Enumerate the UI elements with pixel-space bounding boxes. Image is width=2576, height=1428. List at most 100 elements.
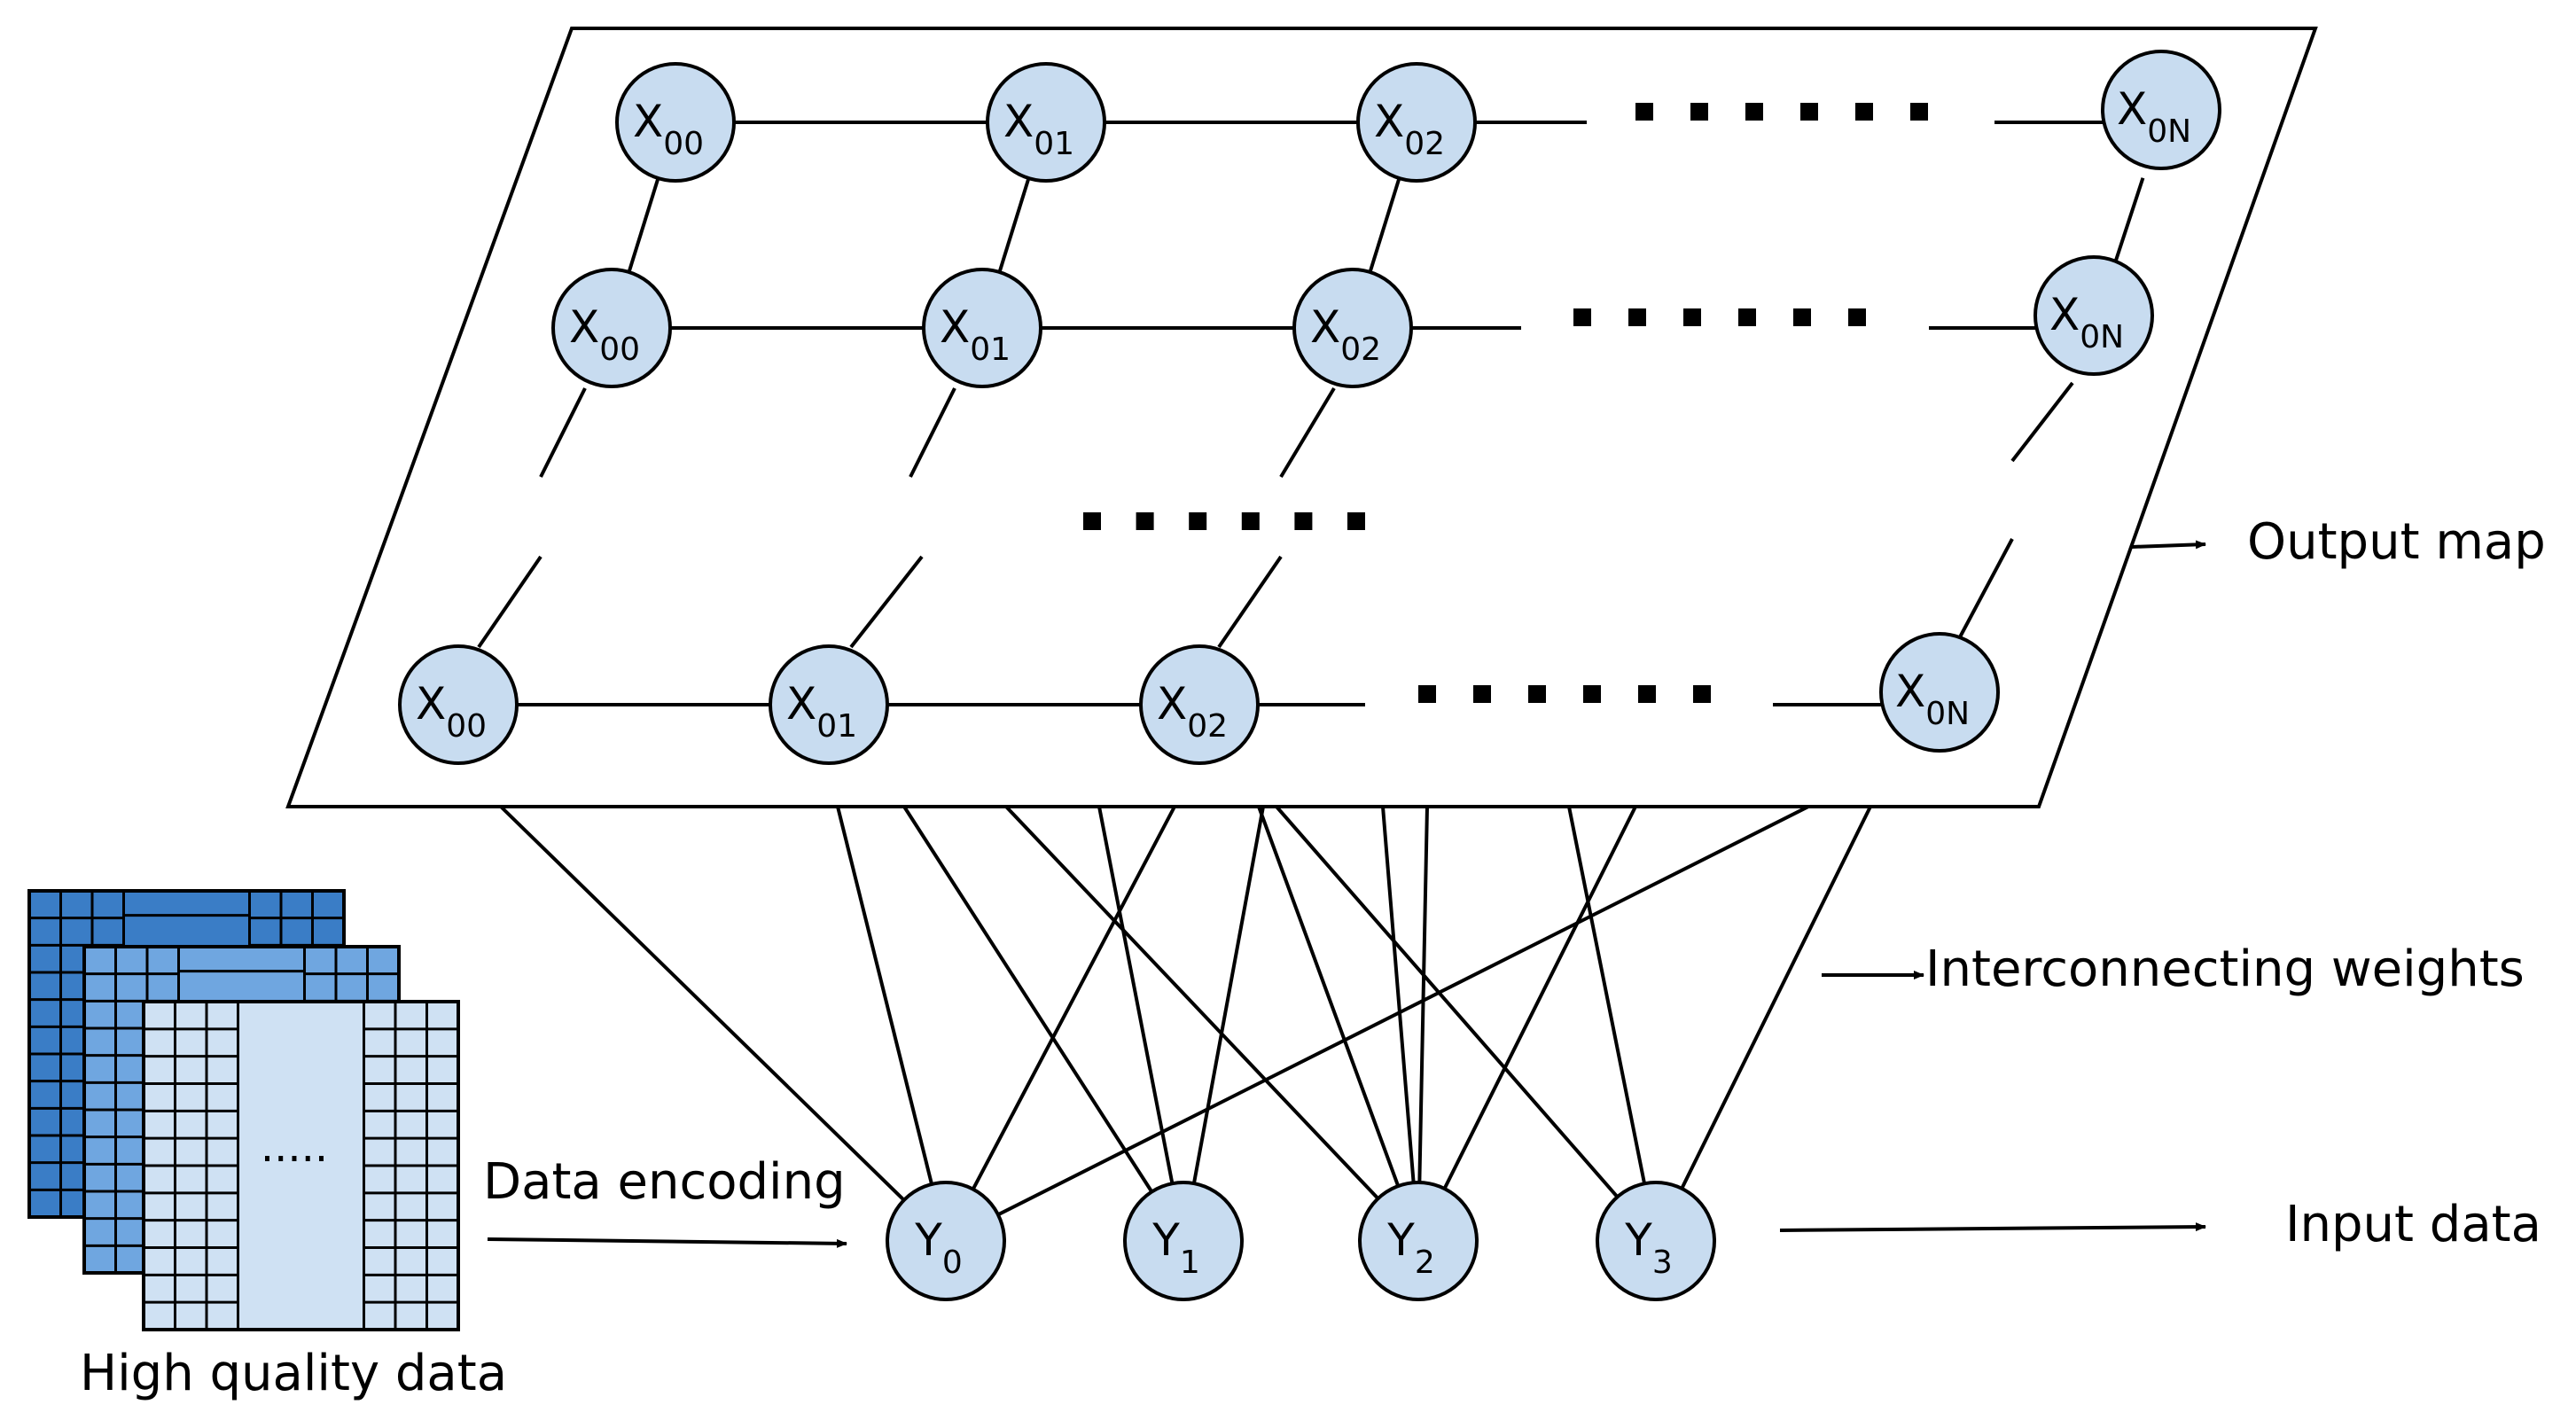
grid-ellipsis-dots — [1083, 103, 1928, 703]
col1-gap-lower — [849, 555, 924, 649]
row2-ellipsis-dot — [1583, 685, 1601, 703]
node-x-r2-c3: X0N — [1879, 632, 2000, 753]
node-x-r0-c0-subscript: 00 — [663, 126, 704, 162]
node-x-r1-c0-subscript: 00 — [599, 332, 640, 368]
grid-lines — [477, 121, 2145, 706]
node-x-r0-c2-subscript: 02 — [1404, 126, 1445, 162]
weight-2 — [971, 806, 1176, 1190]
row2-ellipsis-dot — [1693, 685, 1711, 703]
node-x-r1-c2-letter: X — [1310, 301, 1340, 353]
node-x-r1-c3: X0N — [2033, 255, 2154, 376]
node-x-r0-c0-label: X00 — [633, 96, 704, 162]
node-x-r2-c1-label: X01 — [786, 678, 857, 745]
node-x-r1-c1-circle — [922, 268, 1042, 388]
weight-7 — [1004, 805, 1380, 1200]
data-stack-ellipsis: ..... — [261, 1122, 328, 1172]
row0-ellipsis-dot — [1745, 103, 1763, 121]
row2-ellipsis-dot — [1528, 685, 1546, 703]
node-y1-letter: Y — [1151, 1214, 1180, 1266]
node-x-r1-c3-label: X0N — [2049, 289, 2124, 355]
node-x-r1-c2-circle — [1292, 268, 1413, 388]
weight-5 — [1097, 806, 1175, 1184]
node-x-r0-c2-label: X02 — [1374, 96, 1445, 162]
node-x-r1-c2-subscript: 02 — [1340, 332, 1381, 368]
output-map-arrow — [2131, 540, 2206, 550]
node-y2-letter: Y — [1386, 1214, 1415, 1266]
weight-6 — [1191, 806, 1265, 1184]
output-map-label: Output map — [2247, 513, 2546, 571]
interconnecting-weights-label: Interconnecting weights — [1925, 940, 2525, 998]
node-x-r1-c2: X02 — [1292, 268, 1413, 388]
row2-ellipsis-dot — [1638, 685, 1656, 703]
node-y3-circle — [1596, 1181, 1716, 1301]
node-x-r0-c0-circle — [615, 62, 736, 183]
col0-upper-link — [627, 177, 660, 273]
col1-gap-upper — [909, 387, 956, 478]
output-map-plane — [285, 27, 2318, 808]
node-x-r2-c3-label: X0N — [1895, 666, 1970, 732]
col1-upper-link — [997, 177, 1031, 273]
col0-gap-upper — [539, 387, 587, 478]
node-x-r1-c0-circle — [551, 268, 672, 388]
node-x-r0-c3-letter: X — [2117, 83, 2147, 135]
node-x-r0-c0: X00 — [615, 62, 736, 183]
weight-3 — [997, 805, 1809, 1217]
node-x-r2-c2-circle — [1139, 644, 1260, 765]
interconnecting-weights — [499, 805, 1872, 1217]
node-y1-label: Y1 — [1151, 1214, 1199, 1281]
node-y3: Y3 — [1596, 1181, 1716, 1301]
col0-gap-lower — [477, 555, 543, 649]
node-y2-circle — [1358, 1181, 1479, 1301]
node-x-r0-c1-subscript: 01 — [1034, 126, 1074, 162]
weight-9 — [1381, 806, 1416, 1183]
row0-ellipsis-dot — [1690, 103, 1708, 121]
col3-upper-link — [2110, 177, 2145, 273]
middle-ellipsis-dot — [1347, 512, 1365, 530]
row0-ellipsis-dot — [1855, 103, 1873, 121]
middle-ellipsis-dot — [1083, 512, 1101, 530]
node-x-r2-c0-subscript: 00 — [446, 708, 487, 745]
node-y3-subscript: 3 — [1652, 1245, 1673, 1281]
data-encoding-arrow — [487, 1237, 847, 1248]
node-y2: Y2 — [1358, 1181, 1479, 1301]
node-x-r1-c3-circle — [2033, 255, 2154, 376]
high-quality-data-label: High quality data — [80, 1345, 507, 1402]
node-x-r1-c3-subscript: 0N — [2080, 319, 2124, 355]
node-x-r2-c2-letter: X — [1157, 678, 1187, 730]
node-y1-subscript: 1 — [1180, 1245, 1200, 1281]
node-x-r0-c2-letter: X — [1374, 96, 1404, 147]
weight-4 — [902, 805, 1153, 1193]
node-x-r2-c1-circle — [769, 644, 889, 765]
node-x-r2-c0-label: X00 — [416, 678, 487, 745]
weight-14 — [1680, 806, 1872, 1190]
node-x-r0-c1: X01 — [986, 62, 1106, 183]
node-x-r2-c0-circle — [398, 644, 519, 765]
middle-ellipsis-dot — [1136, 512, 1154, 530]
node-x-r0-c3-label: X0N — [2117, 83, 2191, 150]
input-data-arrow — [1779, 1222, 2206, 1232]
row0-ellipsis-dot — [1635, 103, 1653, 121]
node-y0-label: Y0 — [914, 1214, 962, 1281]
col3-gap-lower — [1953, 538, 2014, 648]
node-x-r2-c2-subscript: 02 — [1187, 708, 1228, 745]
col2-gap-lower — [1217, 555, 1283, 649]
node-x-r2-c2-label: X02 — [1157, 678, 1228, 745]
weight-1 — [836, 806, 933, 1185]
node-x-r2-c1-subscript: 01 — [816, 708, 857, 745]
node-x-r0-c0-letter: X — [633, 96, 663, 147]
node-x-r2-c3-letter: X — [1895, 666, 1925, 717]
input-data-label: Input data — [2285, 1196, 2541, 1253]
high-quality-data-stack — [27, 889, 460, 1331]
col2-gap-upper — [1279, 386, 1336, 479]
node-y3-label: Y3 — [1624, 1214, 1672, 1281]
node-y0: Y0 — [886, 1181, 1006, 1301]
weight-13 — [1567, 806, 1647, 1184]
node-x-r2-c0-letter: X — [416, 678, 446, 730]
node-y2-subscript: 2 — [1415, 1245, 1435, 1281]
row2-ellipsis-dot — [1418, 685, 1436, 703]
data-layer-front — [142, 1000, 460, 1331]
node-x-r1-c1-label: X01 — [940, 301, 1011, 368]
